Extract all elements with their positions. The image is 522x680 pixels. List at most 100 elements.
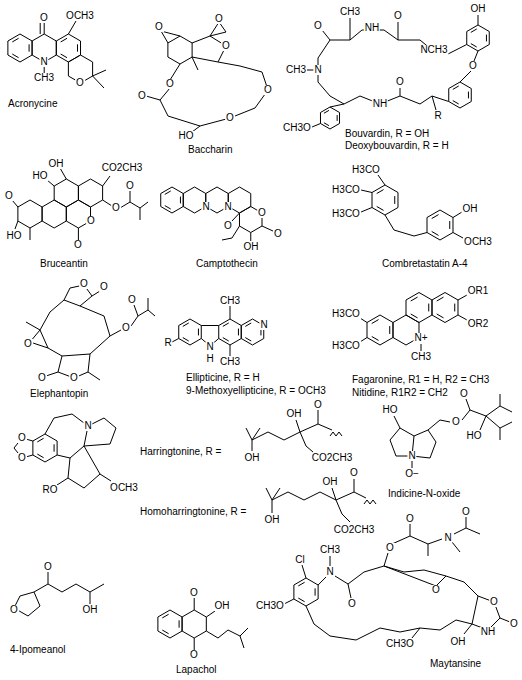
- ring-bond: [449, 82, 472, 108]
- double-bond: [437, 314, 444, 318]
- atom-label: N: [259, 320, 268, 330]
- ring-bond: [8, 34, 32, 62]
- double-bond: [324, 110, 329, 113]
- atom-label: N: [223, 202, 232, 212]
- bond-line: [306, 606, 472, 640]
- double-bond: [162, 630, 168, 634]
- atom-label: OH: [214, 601, 231, 611]
- bond-line: [130, 191, 131, 202]
- ring-bond: [367, 315, 393, 345]
- atom-label: H3CO: [331, 309, 361, 319]
- bond-line: [30, 228, 31, 240]
- bond-line: [161, 31, 180, 43]
- bond-line: [474, 51, 478, 61]
- bond-line: [206, 611, 215, 617]
- bond-line: [48, 572, 49, 584]
- bond-line: [453, 233, 463, 239]
- atom-label: O: [69, 373, 79, 383]
- ring-bond: [42, 200, 66, 228]
- atom-label: NCH3: [419, 45, 448, 55]
- atom-label: N: [83, 421, 92, 431]
- atom-label: N: [325, 567, 334, 577]
- bond-line: [210, 22, 226, 36]
- atom-label: O: [313, 400, 323, 410]
- atom-label: N: [39, 57, 48, 67]
- bond-line: [378, 175, 385, 185]
- double-bond: [183, 338, 189, 341]
- compound-name: Bruceantin: [40, 259, 88, 269]
- bond-line: [448, 45, 467, 55]
- bond-line: [103, 176, 110, 186]
- bond-line: [361, 190, 372, 193]
- atom-label: OH: [286, 409, 303, 419]
- atom-label: N: [407, 451, 416, 461]
- double-bond: [180, 197, 181, 204]
- bond-line: [110, 330, 121, 336]
- double-bond: [471, 44, 477, 47]
- bond-line: [194, 638, 195, 650]
- double-bond: [61, 54, 67, 58]
- bond-line: [206, 628, 248, 648]
- double-bond: [77, 44, 78, 51]
- double-bond: [165, 206, 171, 209]
- ring-bond: [78, 179, 102, 207]
- double-bond: [486, 35, 487, 42]
- double-bond: [432, 215, 439, 219]
- atom-label: HO: [382, 405, 399, 415]
- atom-label: O: [125, 181, 135, 191]
- bond-line: [452, 542, 460, 552]
- atom-label: NH: [364, 23, 380, 33]
- atom-label: O: [223, 221, 233, 231]
- bond-line: [60, 168, 66, 179]
- bond-line: [364, 500, 376, 504]
- atom-label: HO: [6, 231, 23, 241]
- atom-label: O: [4, 191, 14, 201]
- bond-line: [421, 344, 422, 351]
- bond-line: [318, 30, 432, 58]
- compound-name: Camptothecin: [196, 259, 258, 269]
- compound-name: Acronycine: [8, 99, 57, 109]
- ring-bond: [432, 293, 458, 323]
- bond-line: [100, 474, 111, 481]
- compound-name: Lapachol: [176, 665, 217, 675]
- ring-bond: [219, 319, 242, 345]
- double-bond: [337, 115, 338, 121]
- atom-label: O: [137, 91, 147, 101]
- bond-line: [57, 478, 68, 485]
- ring-bond: [33, 434, 57, 462]
- atom-label: Cl: [294, 555, 305, 565]
- atom-label: O: [165, 79, 175, 89]
- double-bond: [198, 329, 199, 336]
- ring-bond: [427, 210, 453, 240]
- atom-label: H3CO: [331, 341, 361, 351]
- bond-line: [400, 88, 401, 96]
- atom-label: CH3: [285, 65, 307, 75]
- atom-label: OH: [322, 477, 339, 487]
- bond-line: [384, 566, 446, 586]
- bond-line: [246, 410, 332, 452]
- double-bond: [437, 297, 444, 301]
- double-bond: [37, 438, 43, 442]
- bond-line: [460, 71, 471, 82]
- bond-line: [172, 339, 179, 343]
- atom-label: OH: [48, 159, 65, 169]
- double-bond: [245, 338, 251, 341]
- compound-name: Fagaronine, R1 = H, R2 = CH3: [352, 375, 489, 385]
- atom-label: OH: [244, 453, 261, 463]
- atom-label: O: [121, 323, 131, 333]
- bond-line: [131, 305, 138, 326]
- atom-label: O: [73, 240, 83, 250]
- atom-label: CO2CH3: [101, 163, 144, 173]
- compound-name: 9-Methoxyellipticine, R = OCH3: [186, 386, 326, 396]
- bond-line: [262, 226, 273, 231]
- atom-label: O: [9, 605, 19, 615]
- atom-label: O: [405, 514, 415, 524]
- atom-label: NH: [480, 627, 496, 637]
- double-bond: [12, 38, 18, 42]
- bond-line: [194, 598, 195, 610]
- compound-name: Ellipticine, R = H: [186, 373, 260, 383]
- atom-label: CH3: [219, 296, 241, 306]
- atom-label: HO: [466, 431, 483, 441]
- atom-label: O: [489, 597, 499, 607]
- compound-name: Maytansine: [430, 659, 481, 669]
